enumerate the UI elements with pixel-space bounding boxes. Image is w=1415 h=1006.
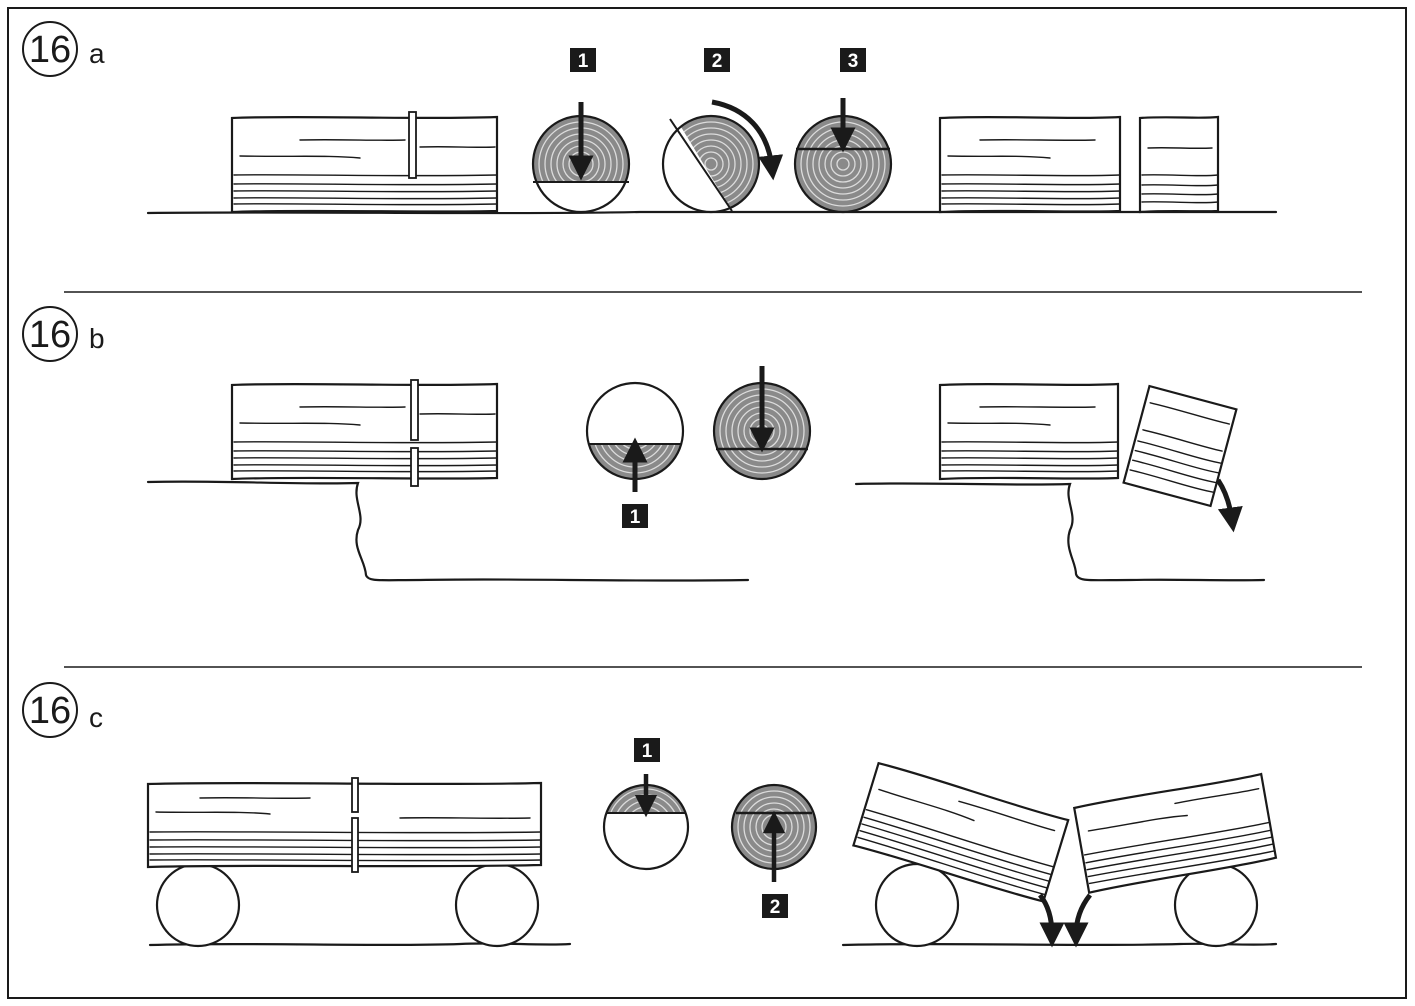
panel-a: 16 a [22, 21, 1278, 215]
panel-b: 16 b [22, 306, 1266, 582]
panel-b-step-badge-1: 1 [622, 504, 648, 528]
panel-a-ground [146, 210, 1278, 215]
panel-c-support-right-2 [1173, 862, 1259, 948]
panel-c-support-left-1 [155, 862, 241, 948]
outer-border [7, 7, 1407, 999]
panel-b-cross-section-1 [585, 381, 685, 492]
panel-a-cross-section-2 [661, 99, 784, 214]
panel-a-log-left [230, 111, 499, 214]
panel-c-ground-left [148, 942, 572, 947]
panel-a-cross-section-3 [793, 98, 893, 214]
panel-b-saw-kerf-bottom [410, 447, 419, 487]
panel-b-fall-arrow [1215, 478, 1243, 533]
panel-b-ground-left [146, 480, 750, 582]
panel-a-number: 16 [29, 29, 71, 71]
panel-b-log-right [938, 382, 1120, 481]
panel-b-letter: b [89, 323, 105, 354]
panel-c-step-badge-2: 2 [762, 894, 788, 918]
panel-a-cross-section-1 [531, 102, 631, 214]
panel-a-saw-kerf [408, 111, 417, 179]
panel-a-letter: a [89, 38, 105, 69]
panel-a-step-badge-3: 3 [840, 48, 866, 72]
panel-c-saw-kerf-bottom [351, 817, 359, 873]
panel-c-step-badge-1: 1 [634, 738, 660, 762]
panel-c-number: 16 [29, 690, 71, 732]
panel-c-log-left [146, 777, 543, 873]
panel-c-support-left-2 [454, 862, 540, 948]
panel-a-label: 16 a [22, 21, 105, 77]
panel-b-label: 16 b [22, 306, 105, 362]
svg-text:3: 3 [848, 51, 859, 72]
panel-c-letter: c [89, 702, 103, 733]
panel-a-step-badge-1: 1 [570, 48, 596, 72]
panel-b-falling-piece [1122, 384, 1238, 508]
panel-c-support-right-1 [874, 862, 960, 948]
panel-c-log-right-half-2 [1072, 772, 1278, 895]
panel-b-log-left [230, 379, 499, 487]
panel-c-label: 16 c [22, 682, 103, 738]
panel-a-log-right-short [1138, 115, 1220, 214]
svg-text:2: 2 [770, 897, 781, 918]
panel-a-step-badge-2: 2 [704, 48, 730, 72]
svg-text:2: 2 [712, 51, 723, 72]
svg-text:1: 1 [630, 507, 641, 528]
panel-b-number: 16 [29, 314, 71, 356]
panel-c-fall-arrow-right [1063, 893, 1092, 948]
panel-c-fall-arrow-left [1037, 893, 1065, 948]
svg-text:1: 1 [578, 51, 589, 72]
panel-c: 16 c [22, 682, 1278, 948]
panel-b-cross-section-2 [712, 366, 812, 481]
panel-c-saw-kerf-top [351, 777, 359, 813]
panel-c-cross-section-2 [730, 783, 818, 882]
panel-b-saw-kerf-top [410, 379, 419, 441]
panel-a-log-right-long [938, 115, 1122, 214]
svg-text:1: 1 [642, 741, 653, 762]
panel-c-cross-section-1 [602, 774, 690, 871]
panel-b-ground-right [854, 482, 1266, 582]
